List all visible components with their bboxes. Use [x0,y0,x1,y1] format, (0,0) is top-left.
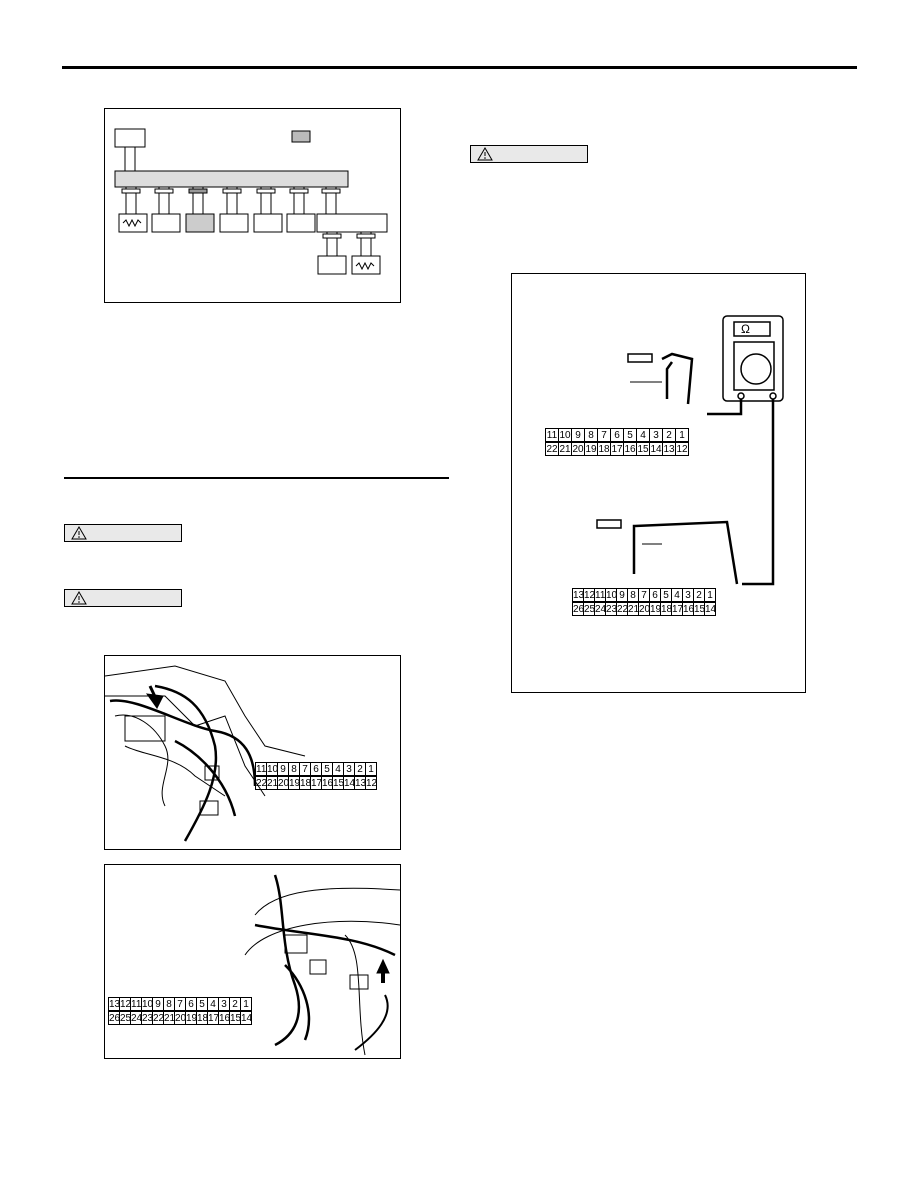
connector-26pin-test: 13 12 11 10 9 8 7 6 5 4 3 2 1 26 25 24 2… [572,588,717,616]
connector-22pin-harness-bottom: 22 21 20 19 18 17 16 15 14 13 12 [255,776,378,790]
connector-26pin-test-bottom: 26 25 24 23 22 21 20 19 18 17 16 15 14 [572,602,717,616]
section-rule [64,477,449,479]
pin: 19 [584,442,598,456]
pin: 10 [558,428,572,442]
diagram-block [286,213,316,233]
pin: 13 [662,442,676,456]
diagram-block [219,213,249,233]
warning-icon [477,147,493,161]
connector-22pin-test-bottom: 22 21 20 19 18 17 16 15 14 13 12 [545,442,689,456]
caution-box-left-1 [64,524,182,542]
pin: 17 [610,442,624,456]
diagram-block [253,213,283,233]
pin: 6 [610,428,624,442]
connector-26pin-test-top: 13 12 11 10 9 8 7 6 5 4 3 2 1 [572,588,716,602]
connector-22pin-harness: 11 10 9 8 7 6 5 4 3 2 1 22 21 20 19 18 1… [255,762,378,790]
connector-26pin-harness-top: 13 12 11 10 9 8 7 6 5 4 3 2 1 [108,997,252,1011]
ohmmeter-figure: Ω [596,315,784,586]
diagram-block [185,213,215,233]
pin: 1 [365,762,377,776]
pin: 7 [597,428,611,442]
harness-figure-2-frame [104,864,401,1059]
connector-26pin-harness: 13 12 11 10 9 8 7 6 5 4 3 2 1 26 25 24 2… [108,997,253,1025]
warning-icon [71,591,87,605]
diagram-block [151,213,181,233]
pin: 18 [597,442,611,456]
pin: 21 [558,442,572,456]
pin: 14 [649,442,663,456]
harness-figure-1 [105,665,306,842]
pin: 14 [240,1011,253,1025]
pin: 2 [662,428,676,442]
harness-figure-2 [244,874,400,1056]
caution-box-left-2 [64,589,182,607]
caution-box-right [470,145,588,163]
pin: 1 [704,588,716,602]
pin: 1 [240,997,252,1011]
block-diagram [114,128,388,275]
connector-22pin-test: 11 10 9 8 7 6 5 4 3 2 1 22 21 20 19 18 1… [545,428,689,456]
pin: 8 [584,428,598,442]
block-diagram-frame [104,108,401,303]
header-rule [62,66,857,69]
pin: 14 [704,602,717,616]
pin: 11 [545,428,559,442]
warning-icon [71,526,87,540]
pin: 1 [675,428,689,442]
ohm-symbol: Ω [741,322,750,336]
pin: 12 [365,776,378,790]
pin: 16 [623,442,637,456]
pin: 20 [571,442,585,456]
ohmmeter-figure-frame: Ω [511,273,806,693]
pin: 9 [571,428,585,442]
connector-22pin-harness-top: 11 10 9 8 7 6 5 4 3 2 1 [255,762,377,776]
harness-figure-1-frame [104,655,401,850]
connector-22pin-test-top: 11 10 9 8 7 6 5 4 3 2 1 [545,428,689,442]
pin: 5 [623,428,637,442]
diagram-block [317,255,347,275]
pin: 22 [545,442,559,456]
pin: 3 [649,428,663,442]
connector-26pin-harness-bottom: 26 25 24 23 22 21 20 19 18 17 16 15 14 [108,1011,253,1025]
pin: 4 [636,428,650,442]
pin: 12 [675,442,689,456]
pin: 15 [636,442,650,456]
